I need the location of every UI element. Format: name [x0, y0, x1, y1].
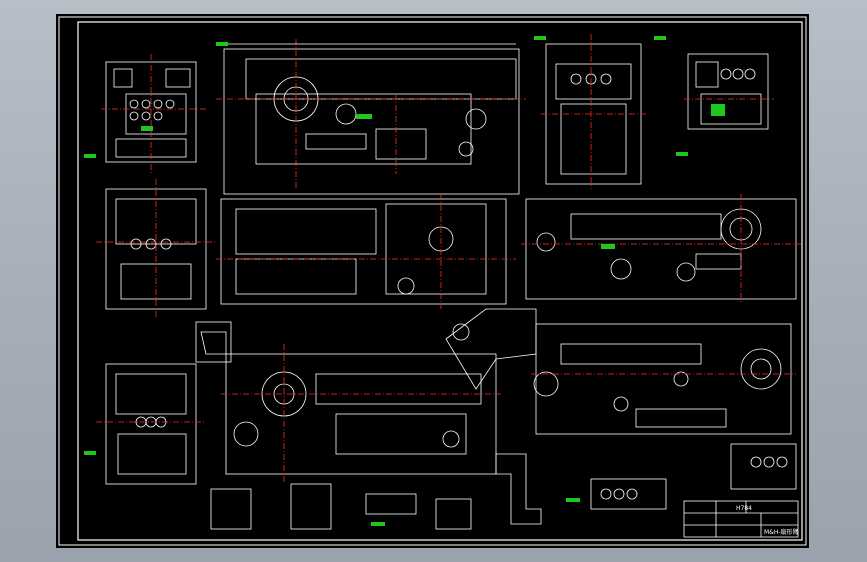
cad-viewport[interactable]: H784 M&H-扇形臂 [56, 14, 809, 548]
drawing-number: H784 [736, 505, 752, 512]
title-block [683, 500, 799, 538]
drawing-name: M&H-扇形臂 [764, 528, 799, 536]
view-mid-right [521, 194, 801, 304]
view-top-right [676, 53, 774, 156]
view-top-center [216, 39, 526, 195]
view-top-left [84, 54, 206, 174]
view-top-right-center [534, 34, 666, 189]
view-mid-left [96, 179, 216, 319]
sheet-border-inner [77, 21, 803, 541]
view-bottom-center [221, 344, 501, 484]
sheet-border-outer [58, 16, 807, 546]
view-link-detail [445, 308, 537, 390]
view-bottom-left [84, 363, 206, 485]
view-mid-center [216, 194, 516, 309]
view-bottom-right [531, 323, 796, 435]
view-bottom-small-parts [210, 443, 797, 530]
engineering-drawing: H784 M&H-扇形臂 [58, 16, 807, 546]
